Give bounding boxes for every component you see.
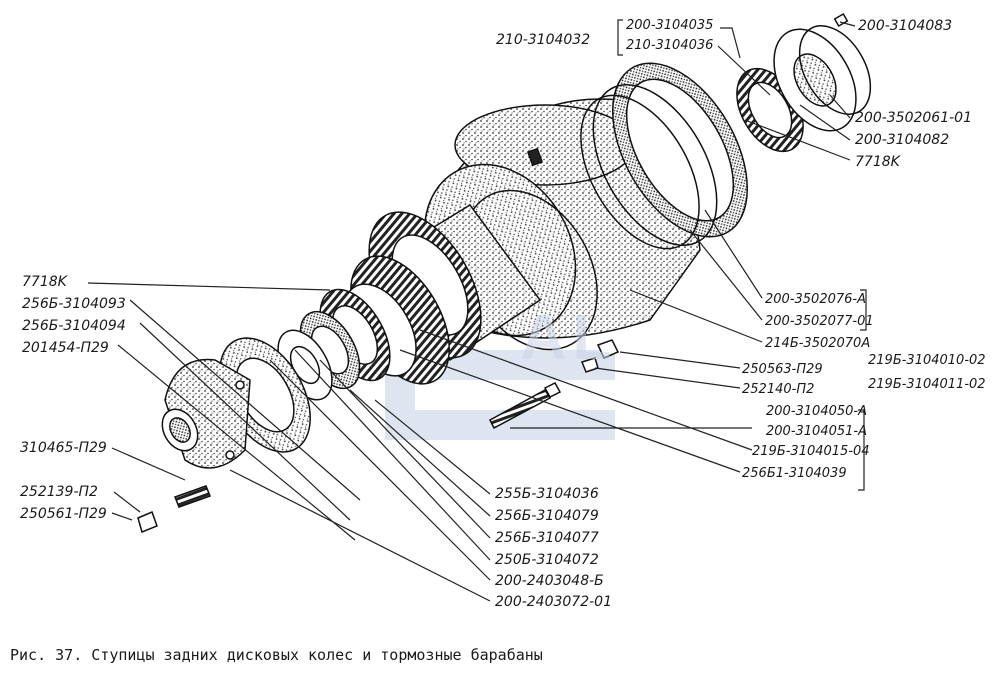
label-250563-p29: 250563-П29 [742, 362, 823, 377]
label-210-3104032: 210-3104032 [496, 32, 591, 48]
label-219b-3104011-02: 219Б-3104011-02 [868, 377, 986, 392]
figure-caption: Рис. 37. Ступицы задних дисковых колес и… [10, 646, 543, 664]
label-255b-3104036: 255Б-3104036 [495, 486, 599, 502]
label-310465-p29: 310465-П29 [20, 440, 107, 456]
label-256b-3104094: 256Б-3104094 [22, 318, 126, 334]
leader-lines [87, 19, 867, 602]
bearing-stack [277, 288, 391, 401]
label-256b1-3104039: 256Б1-3104039 [742, 466, 847, 481]
label-219b-3104015-04: 219Б-3104015-04 [752, 444, 870, 459]
label-200-3104035: 200-3104035 [626, 18, 714, 33]
label-256b-3104077: 256Б-3104077 [495, 530, 599, 546]
label-250b-3104072: 250Б-3104072 [495, 552, 599, 568]
label-7718k-top: 7718K [855, 154, 900, 170]
drum-flange-rings [580, 62, 749, 250]
label-250561-p29: 250561-П29 [20, 506, 107, 522]
label-252140-p2: 252140-П2 [742, 382, 815, 397]
label-200-3104051a: 200-3104051-А [766, 424, 867, 439]
label-200-3104050a: 200-3104050-А [766, 404, 867, 419]
label-219b-3104010-02: 219Б-3104010-02 [868, 353, 986, 368]
label-256b-3104079: 256Б-3104079 [495, 508, 599, 524]
label-200-2403072-01: 200-2403072-01 [495, 594, 612, 610]
label-200-3104083: 200-3104083 [858, 18, 953, 34]
label-200-3502076a: 200-3502076-А [765, 292, 866, 307]
label-201454-p29: 201454-П29 [22, 340, 109, 356]
label-210-3104036: 210-3104036 [626, 38, 714, 53]
label-214b-3502070a: 214Б-3502070А [765, 336, 871, 351]
watermark-text: AL [520, 301, 618, 373]
label-200-2403048b: 200-2403048-Б [495, 573, 604, 589]
label-256b-3104093: 256Б-3104093 [22, 296, 126, 312]
stud-bolt [137, 339, 620, 534]
label-200-3502077-01: 200-3502077-01 [765, 314, 874, 329]
label-200-3104082: 200-3104082 [855, 132, 950, 148]
hub-body [343, 204, 542, 385]
label-200-3502061-01: 200-3502061-01 [855, 110, 972, 126]
bearing-cap-assembly [736, 13, 872, 153]
label-7718k-left: 7718K [22, 274, 67, 290]
wheel-hub-flange [161, 337, 311, 469]
label-252139-p2: 252139-П2 [20, 484, 98, 500]
